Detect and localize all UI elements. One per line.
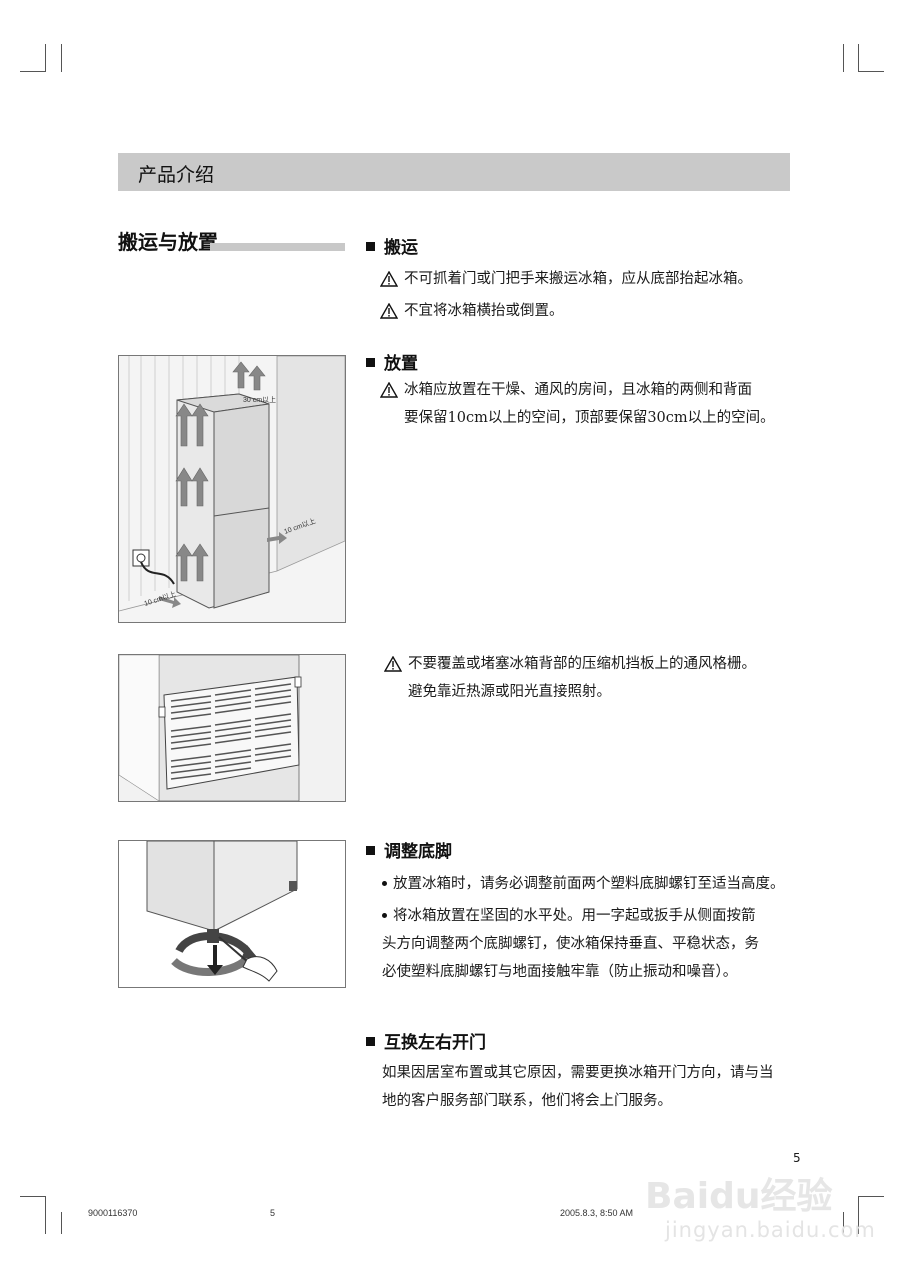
door-paragraph-line: 地的客户服务部门联系，他们将会上门服务。 — [382, 1093, 672, 1109]
watermark-site: jingyan.baidu.com — [665, 1218, 876, 1242]
feet-bullet-2-line: 头方向调整两个底脚螺钉，使冰箱保持垂直、平稳状态，务 — [382, 936, 759, 952]
section-header-bar: 产品介绍 — [118, 153, 790, 191]
transport-heading: 搬运 — [366, 233, 418, 258]
subsection-underline — [210, 243, 345, 251]
dot-bullet-icon — [382, 913, 387, 918]
subsection-title: 搬运与放置 — [118, 230, 218, 254]
square-bullet-icon — [366, 242, 375, 251]
baidu-paw-logo-icon: Baidu经验 — [645, 1176, 832, 1217]
fridge-clearance-illustration: 30 cm以上 10 cm以上 10 cm以上 — [119, 356, 345, 622]
footer-page: 5 — [270, 1208, 276, 1218]
crop-mark — [45, 44, 46, 72]
transport-heading-text: 搬运 — [384, 238, 418, 258]
crop-mark — [858, 1196, 859, 1234]
feet-bullet-2-line: 必使塑料底脚螺钉与地面接触牢靠（防止振动和噪音）。 — [382, 964, 738, 980]
feet-bullet-2-line: 将冰箱放置在坚固的水平处。用一字起或扳手从侧面按箭 — [393, 908, 756, 924]
feet-heading: 调整底脚 — [366, 837, 452, 862]
crop-mark — [858, 44, 859, 72]
feet-bullet-2: 将冰箱放置在坚固的水平处。用一字起或扳手从侧面按箭 头方向调整两个底脚螺钉，使冰… — [382, 902, 802, 986]
warning-triangle-icon — [380, 303, 398, 319]
square-bullet-icon — [366, 846, 375, 855]
page-number: 5 — [793, 1151, 801, 1165]
fridge-placement-figure: 30 cm以上 10 cm以上 10 cm以上 — [118, 355, 346, 623]
door-paragraph: 如果因居室布置或其它原因，需要更换冰箱开门方向，请与当 地的客户服务部门联系，他… — [382, 1059, 802, 1115]
crop-mark — [843, 44, 844, 72]
crop-mark — [843, 1212, 844, 1234]
warning-triangle-icon — [380, 382, 398, 398]
warning-item: 冰箱应放置在干燥、通风的房间，且冰箱的两侧和背面 要保留10cm以上的空间，顶部… — [380, 376, 800, 432]
feet-adjust-figure — [118, 840, 346, 988]
warning-item: 不要覆盖或堵塞冰箱背部的压缩机挡板上的通风格栅。 避免靠近热源或阳光直接照射。 — [384, 650, 804, 706]
warning-text-line: 不要覆盖或堵塞冰箱背部的压缩机挡板上的通风格栅。 — [408, 656, 756, 672]
feet-heading-text: 调整底脚 — [384, 842, 452, 862]
feet-bullet-1: 放置冰箱时，请务必调整前面两个塑料底脚螺钉至适当高度。 — [382, 870, 802, 898]
dot-bullet-icon — [382, 881, 387, 886]
door-paragraph-line: 如果因居室布置或其它原因，需要更换冰箱开门方向，请与当 — [382, 1065, 774, 1081]
square-bullet-icon — [366, 1037, 375, 1046]
watermark-logo-text: Baidu经验 — [645, 1176, 832, 1217]
crop-mark — [20, 71, 46, 72]
warning-text: 不可抓着门或门把手来搬运冰箱，应从底部抬起冰箱。 — [404, 271, 752, 287]
square-bullet-icon — [366, 358, 375, 367]
baidu-watermark-logo: Baidu经验 — [645, 1168, 865, 1248]
warning-item: 不可抓着门或门把手来搬运冰箱，应从底部抬起冰箱。 — [380, 265, 800, 293]
placement-heading: 放置 — [366, 349, 418, 374]
vent-grille-figure — [118, 654, 346, 802]
footer-datetime: 2005.8.3, 8:50 AM — [560, 1208, 634, 1218]
crop-mark — [45, 1196, 46, 1234]
warning-triangle-icon — [384, 656, 402, 672]
feet-bullet-1-text: 放置冰箱时，请务必调整前面两个塑料底脚螺钉至适当高度。 — [393, 876, 785, 892]
crop-mark — [61, 44, 62, 72]
door-heading-text: 互换左右开门 — [384, 1033, 486, 1053]
warning-text-line: 避免靠近热源或阳光直接照射。 — [408, 684, 611, 700]
crop-mark — [61, 1212, 62, 1234]
feet-adjustment-illustration — [119, 841, 345, 987]
crop-mark — [858, 1196, 884, 1197]
placement-heading-text: 放置 — [384, 354, 418, 374]
warning-triangle-icon — [380, 271, 398, 287]
warning-text-line: 要保留10cm以上的空间，顶部要保留30cm以上的空间。 — [404, 410, 775, 426]
crop-mark — [858, 71, 884, 72]
crop-mark — [20, 1196, 46, 1197]
warning-text-line: 冰箱应放置在干燥、通风的房间，且冰箱的两侧和背面 — [404, 382, 752, 398]
warning-item: 不宜将冰箱横抬或倒置。 — [380, 297, 800, 325]
ventilation-grille-illustration — [119, 655, 345, 801]
door-heading: 互换左右开门 — [366, 1028, 486, 1053]
warning-text: 不宜将冰箱横抬或倒置。 — [404, 303, 564, 319]
section-header-title: 产品介绍 — [138, 164, 215, 186]
clearance-label-top: 30 cm以上 — [243, 395, 276, 404]
footer-doc-id: 9000116370 — [88, 1208, 138, 1218]
